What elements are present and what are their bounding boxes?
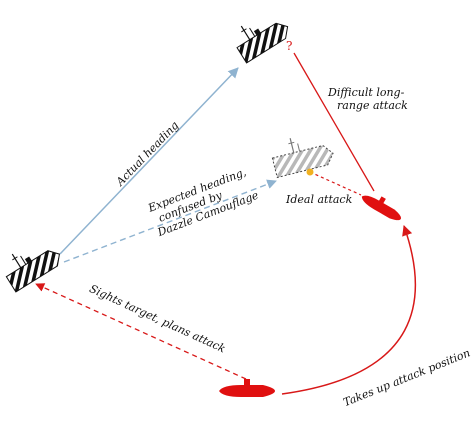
submarine-attack [361, 195, 402, 221]
submarine-start [219, 379, 275, 397]
ship-expected-ghost [271, 138, 334, 179]
expected-heading-arrow [63, 179, 277, 263]
ship-origin [5, 250, 61, 293]
label-actual-heading: Actual heading [113, 119, 181, 189]
ideal-attack-line [309, 171, 362, 196]
label-difficult-1: Difficult long- [327, 86, 405, 99]
label-takes-up: Takes up attack position [341, 346, 472, 409]
label-sights-target: Sights target, plans attack [87, 282, 227, 355]
label-ideal-attack: Ideal attack [285, 193, 353, 206]
attack-position-path [281, 225, 417, 395]
actual-heading-arrow [59, 67, 239, 255]
ship-actual [236, 22, 289, 64]
label-question-mark: ? [286, 39, 292, 53]
ideal-attack-point [306, 168, 314, 176]
sights-target-arrow [35, 283, 247, 380]
label-expected-heading: Expected heading, confused by Dazzle Cam… [145, 165, 260, 239]
difficult-attack-line [293, 52, 375, 192]
label-difficult-2: range attack [337, 99, 408, 112]
